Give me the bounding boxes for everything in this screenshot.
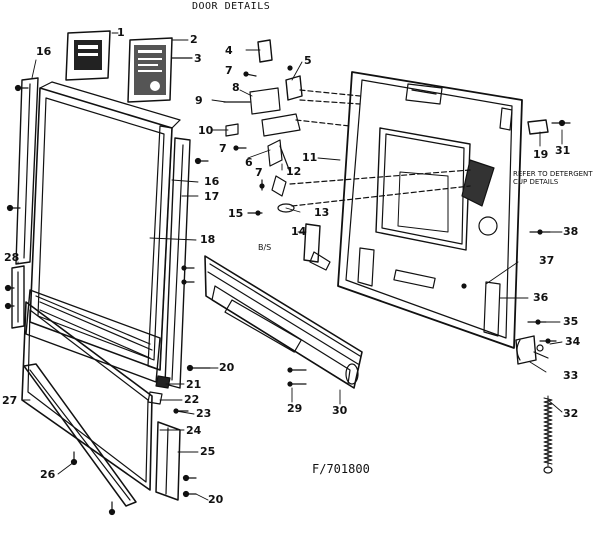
diagram-title: DOOR DETAILS — [192, 1, 271, 12]
callout-20-low: 20 — [208, 493, 224, 506]
part-19-clip — [527, 119, 549, 135]
part-25-side-bracket — [155, 421, 181, 501]
callout-3: 3 — [194, 52, 202, 65]
callout-36: 36 — [533, 291, 549, 304]
callout-8: 8 — [232, 81, 240, 94]
callout-2: 2 — [190, 33, 198, 46]
callout-27: 27 — [2, 394, 18, 407]
callout-29: 29 — [287, 402, 303, 415]
callout-7-top: 7 — [225, 64, 233, 77]
part-2-label-card — [127, 37, 173, 103]
bs-note: B/S — [258, 243, 272, 252]
callout-30: 30 — [332, 404, 348, 417]
callout-37: 37 — [539, 254, 555, 267]
part-16-left-trim — [15, 77, 39, 265]
detergent-cup-reference-note: REFER TO DETERGENT CUP DETAILS — [513, 170, 593, 186]
callout-19: 19 — [533, 148, 549, 161]
callout-7-mid: 7 — [219, 142, 227, 155]
callout-26: 26 — [40, 468, 56, 481]
part-16-17-right-trims — [147, 125, 191, 389]
figure-number: F/701800 — [312, 462, 370, 476]
callout-16-left: 16 — [36, 45, 52, 58]
part-33-34-hinge-arm — [515, 335, 549, 365]
callout-25: 25 — [200, 445, 216, 458]
callout-7-low: 7 — [255, 166, 263, 179]
callout-13: 13 — [314, 206, 330, 219]
screws — [4, 65, 571, 516]
callout-4: 4 — [225, 44, 233, 57]
callout-20-mid: 20 — [219, 361, 235, 374]
part-27-kickplate-strip — [23, 363, 137, 507]
part-1-label-card — [65, 30, 111, 81]
callout-38: 38 — [563, 225, 579, 238]
callout-33: 33 — [563, 369, 579, 382]
callout-18: 18 — [200, 233, 216, 246]
callout-16-right: 16 — [204, 175, 220, 188]
callout-34: 34 — [565, 335, 581, 348]
part-28-bracket — [11, 265, 25, 329]
callout-23: 23 — [196, 407, 212, 420]
callout-17: 17 — [204, 190, 220, 203]
callout-9: 9 — [195, 94, 203, 107]
callout-1: 1 — [117, 26, 125, 39]
callout-24: 24 — [186, 424, 202, 437]
callout-22: 22 — [184, 393, 200, 406]
callout-28: 28 — [4, 251, 20, 264]
part-30-trim-channel — [204, 255, 363, 389]
callout-5: 5 — [304, 54, 312, 67]
part-24-lower-panel — [21, 289, 161, 491]
callout-11: 11 — [302, 151, 318, 164]
callout-31: 31 — [555, 144, 571, 157]
callout-21: 21 — [186, 378, 202, 391]
part-11-inner-door — [337, 71, 523, 349]
callout-12: 12 — [286, 165, 302, 178]
callout-32: 32 — [563, 407, 579, 420]
callout-14: 14 — [291, 225, 307, 238]
callout-35: 35 — [563, 315, 579, 328]
callout-15: 15 — [228, 207, 244, 220]
callout-6: 6 — [245, 156, 253, 169]
latch-hardware-group — [223, 39, 471, 271]
callout-10: 10 — [198, 124, 214, 137]
part-32-spring — [543, 395, 553, 474]
leader-lines — [17, 32, 563, 501]
